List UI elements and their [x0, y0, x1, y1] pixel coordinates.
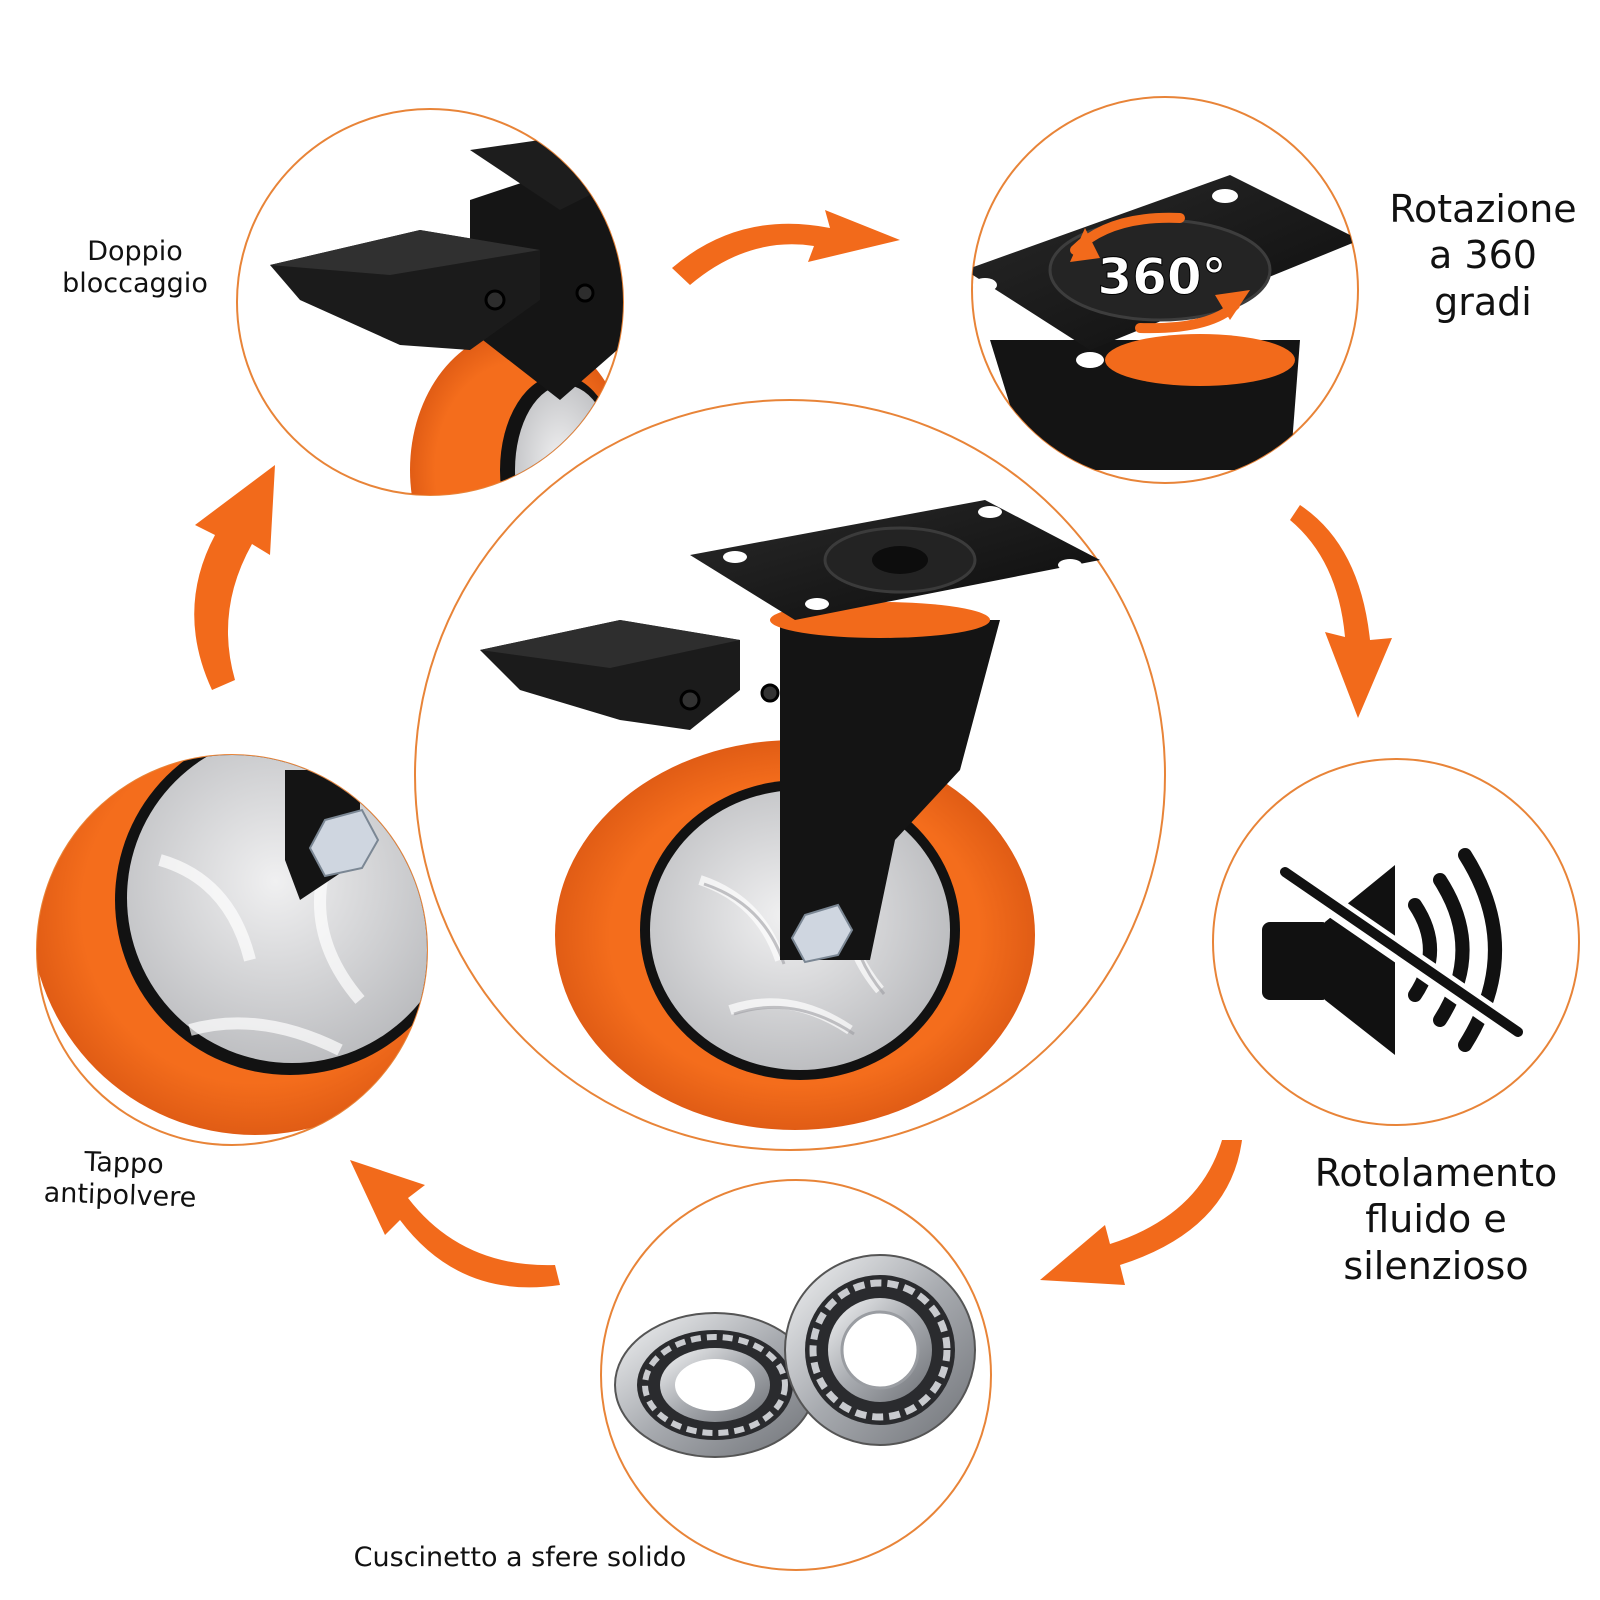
- dust-cap-image: [37, 755, 427, 1135]
- ball-bearing-image: [614, 1254, 976, 1458]
- label-rotation-line-2: a 360: [1429, 233, 1537, 278]
- label-double-lock: Doppio bloccaggio: [40, 236, 230, 300]
- label-rotation-360: Rotazione a 360 gradi: [1378, 186, 1588, 325]
- label-ball-bearing: Cuscinetto a sfere solido: [353, 1542, 687, 1573]
- label-rotation-line-3: gradi: [1434, 279, 1532, 324]
- label-dust-cap: Tappo antipolvere: [20, 1147, 220, 1214]
- curved-arrow-left: [194, 465, 275, 690]
- center-caster-image: [480, 500, 1100, 1130]
- mute-speaker-icon: [1262, 848, 1531, 1055]
- curved-arrow-right-top: [1290, 505, 1392, 718]
- label-dust-cap-line-2: antipolvere: [43, 1177, 197, 1214]
- label-smooth-silent: Rotolamento fluido e silenzioso: [1286, 1150, 1586, 1289]
- label-smooth-line-3: silenzioso: [1343, 1243, 1529, 1288]
- badge-360: 360°: [1097, 248, 1226, 306]
- label-rotation-line-1: Rotazione: [1389, 187, 1577, 231]
- curved-arrow-top: [672, 210, 900, 285]
- label-smooth-line-1: Rotolamento: [1314, 1151, 1558, 1195]
- curved-arrow-bottom: [350, 1160, 560, 1288]
- label-smooth-line-2: fluido e: [1365, 1197, 1507, 1242]
- swivel-plate-image: [972, 175, 1358, 470]
- label-double-lock-line-2: bloccaggio: [62, 267, 208, 299]
- curved-arrow-right-bottom: [1040, 1140, 1242, 1285]
- label-double-lock-line-1: Doppio: [87, 236, 183, 267]
